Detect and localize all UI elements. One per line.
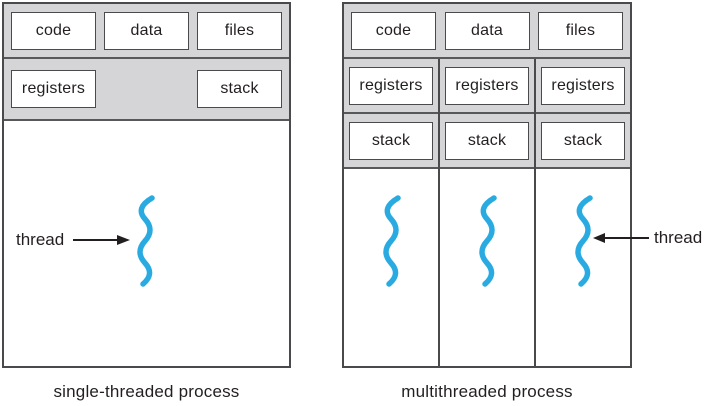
- registers-box: registers: [541, 66, 625, 105]
- single-process-body: thread: [4, 121, 289, 366]
- code-box: code: [11, 11, 96, 50]
- single-memory-row: code data files: [4, 4, 289, 59]
- thread-squiggle-icon: [137, 195, 155, 287]
- thread-column-2: registers stack: [440, 59, 536, 366]
- thread-column-3: registers stack: [536, 59, 630, 366]
- single-threaded-process-box: code data files registers stack thread: [2, 2, 291, 368]
- stack-cell: stack: [440, 114, 534, 169]
- files-box: files: [538, 11, 623, 50]
- code-box: code: [351, 11, 436, 50]
- registers-cell: registers: [440, 59, 534, 114]
- registers-box: registers: [11, 70, 96, 108]
- thread-columns: registers stack registers stack: [344, 59, 630, 366]
- caption-multithreaded: multithreaded process: [401, 382, 573, 401]
- registers-box: registers: [445, 66, 529, 105]
- thread-squiggle-icon: [383, 195, 401, 287]
- files-box: files: [197, 11, 282, 50]
- arrow-right-icon: [73, 235, 130, 245]
- thread-column-body: [536, 169, 630, 366]
- multi-memory-row: code data files: [344, 4, 630, 59]
- thread-label-left: thread: [16, 230, 65, 249]
- registers-cell: registers: [344, 59, 438, 114]
- registers-box: registers: [349, 66, 433, 105]
- caption-single-threaded: single-threaded process: [53, 382, 240, 401]
- multithreaded-process-box: code data files registers stack: [342, 2, 632, 368]
- thread-column-body: [344, 169, 438, 366]
- stack-box: stack: [445, 121, 529, 160]
- thread-label-right: thread: [654, 228, 703, 247]
- stack-box: stack: [349, 121, 433, 160]
- thread-squiggle-icon: [479, 195, 497, 287]
- stack-cell: stack: [536, 114, 630, 169]
- stack-box: stack: [197, 70, 282, 108]
- stack-box: stack: [541, 121, 625, 160]
- arrow-left-icon: [593, 233, 649, 243]
- thread-squiggle-icon: [575, 195, 593, 287]
- registers-cell: registers: [536, 59, 630, 114]
- stack-cell: stack: [344, 114, 438, 169]
- thread-column-1: registers stack: [344, 59, 440, 366]
- data-box: data: [104, 11, 189, 50]
- data-box: data: [444, 11, 530, 50]
- single-registers-stack-row: registers stack: [4, 59, 289, 121]
- thread-column-body: [440, 169, 534, 366]
